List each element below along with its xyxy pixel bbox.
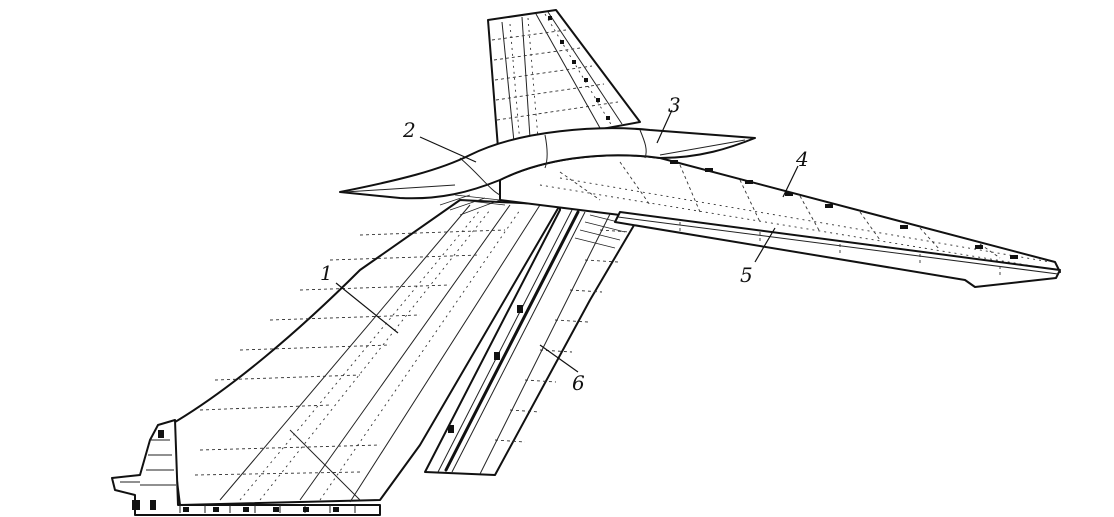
callout-2: 2: [402, 118, 477, 163]
callout-label-1: 1: [320, 261, 333, 285]
rudder: [424, 204, 641, 476]
callout-label-2: 2: [402, 118, 416, 142]
callout-label-3: 3: [668, 93, 681, 117]
callout-label-6: 6: [572, 371, 585, 395]
callout-4: 4: [782, 147, 809, 198]
callout-5: 5: [740, 227, 776, 287]
elevator: [614, 211, 1061, 288]
fin-root-fitting: [111, 419, 381, 516]
callout-label-5: 5: [740, 263, 753, 287]
callout-1: 1: [320, 261, 399, 334]
left-stabilizer: [487, 9, 641, 149]
callout-3: 3: [656, 93, 681, 144]
fairing: [339, 127, 756, 206]
callout-label-4: 4: [795, 147, 809, 171]
callout-6: 6: [539, 344, 585, 395]
